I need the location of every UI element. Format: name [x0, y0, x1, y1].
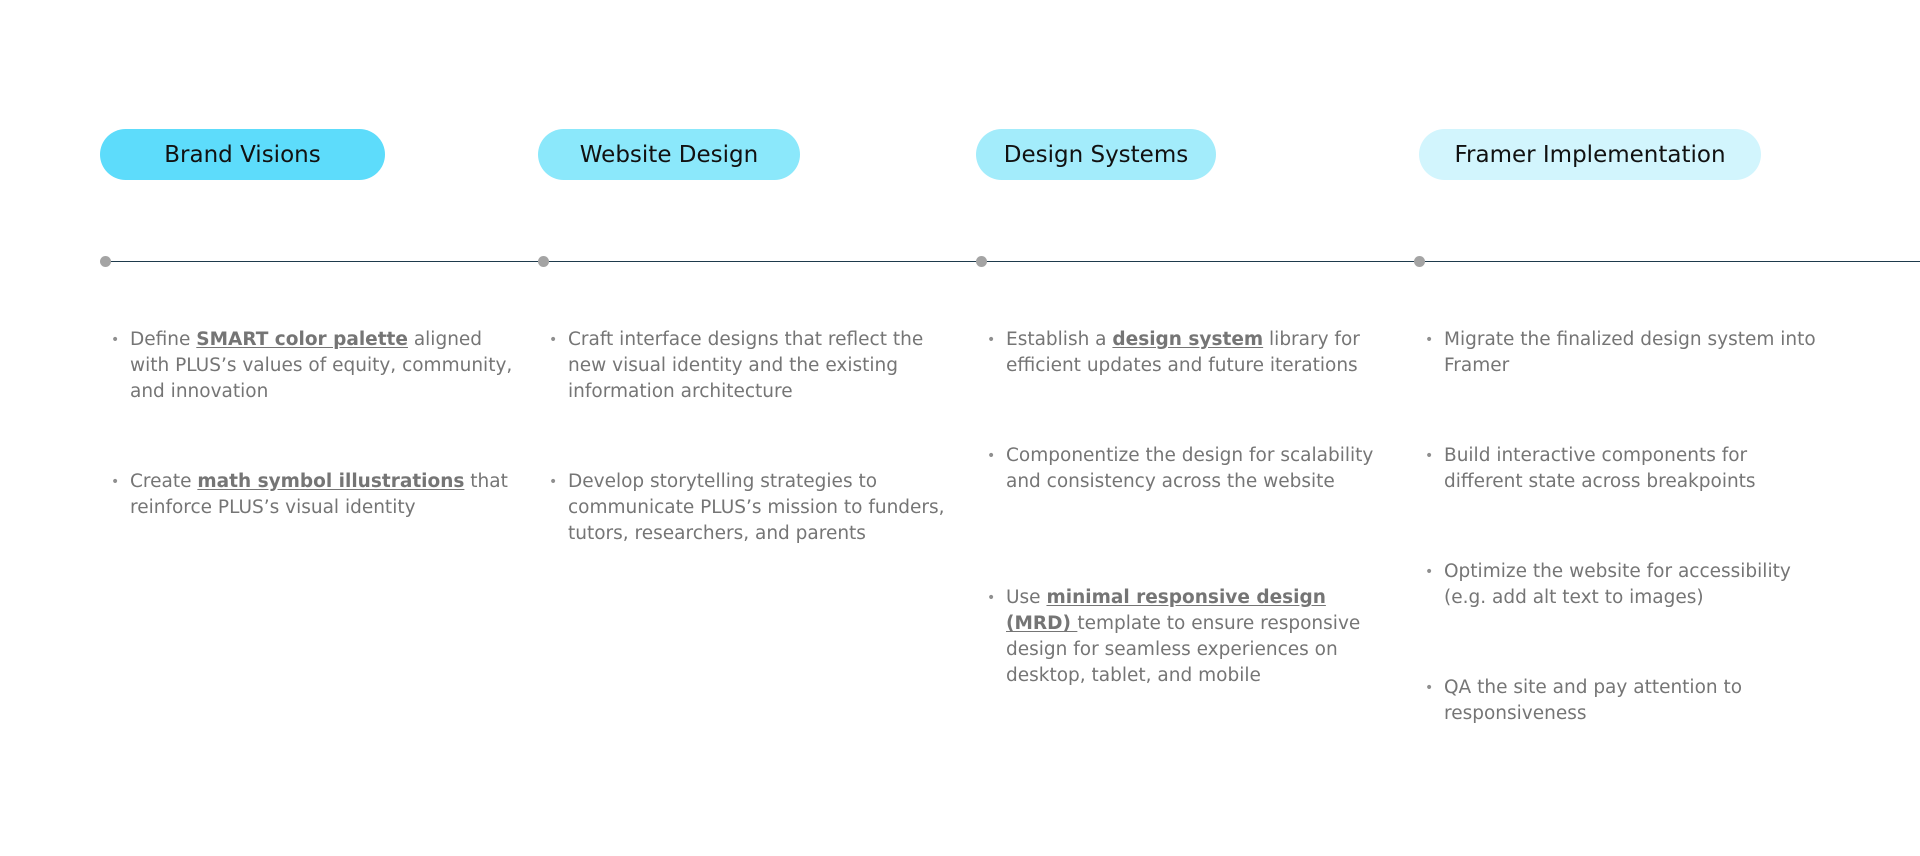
bullet-dot-icon: •	[1425, 564, 1434, 580]
list-item: • Use minimal responsive design (MRD) te…	[987, 587, 1361, 686]
bullet-dot-icon: •	[1425, 680, 1434, 696]
list-item: • Define SMART color palette aligned wit…	[111, 329, 513, 402]
list-item: • Create math symbol illustrations that …	[111, 471, 508, 518]
timeline-node	[100, 256, 111, 267]
list-item: • QA the site and pay attention to respo…	[1425, 677, 1743, 724]
list-item: • Develop storytelling strategies to com…	[549, 471, 945, 544]
phase-pill-website-design: Website Design	[538, 129, 800, 180]
bullet-dot-icon: •	[1425, 448, 1434, 464]
timeline-line	[106, 261, 1920, 262]
list-item: • Optimize the website for accessibility…	[1425, 561, 1791, 608]
emphasis-text: SMART color palette	[196, 329, 408, 350]
list-item: • Componentize the design for scalabilit…	[987, 445, 1374, 492]
bullet-dot-icon: •	[549, 474, 558, 490]
bullet-dot-icon: •	[987, 590, 996, 606]
phase-pill-brand-visions: Brand Visions	[100, 129, 385, 180]
emphasis-text: minimal responsive design (MRD)	[1006, 587, 1326, 634]
bullet-dot-icon: •	[987, 448, 996, 464]
phase-pill-framer-implementation: Framer Implementation	[1419, 129, 1761, 180]
bullet-dot-icon: •	[987, 332, 996, 348]
list-item: • Establish a design system library for …	[987, 329, 1360, 376]
phase-pill-design-systems: Design Systems	[976, 129, 1216, 180]
list-item: • Craft interface designs that reflect t…	[549, 329, 924, 402]
timeline-node	[538, 256, 549, 267]
bullet-dot-icon: •	[549, 332, 558, 348]
bullet-dot-icon: •	[111, 474, 120, 490]
emphasis-text: math symbol illustrations	[197, 471, 465, 492]
list-item: • Migrate the finalized design system in…	[1425, 329, 1816, 376]
bullet-dot-icon: •	[1425, 332, 1434, 348]
list-item: • Build interactive components for diffe…	[1425, 445, 1756, 492]
timeline-node	[976, 256, 987, 267]
emphasis-text: design system	[1112, 329, 1264, 350]
timeline-node	[1414, 256, 1425, 267]
bullet-dot-icon: •	[111, 332, 120, 348]
